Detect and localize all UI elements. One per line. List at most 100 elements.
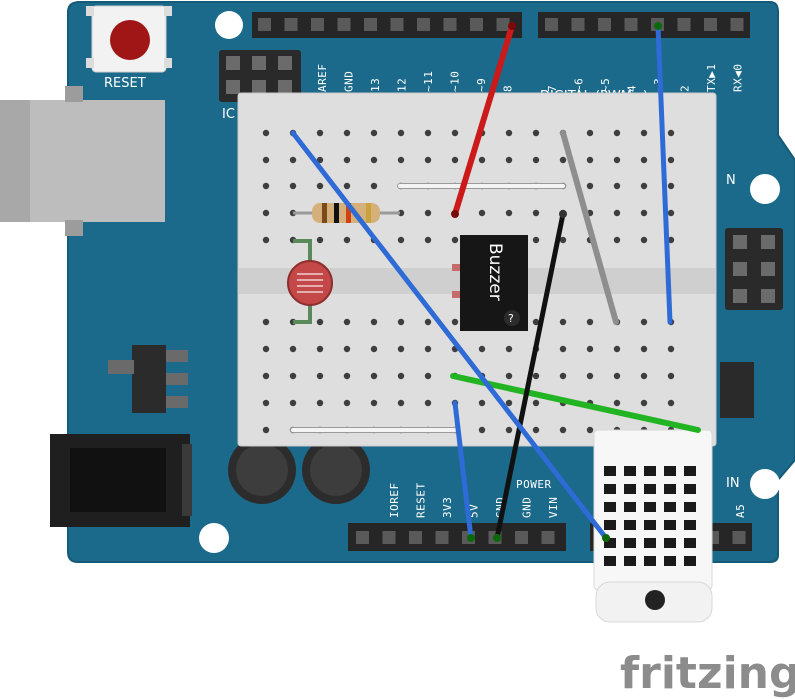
breadboard-hole	[316, 182, 324, 190]
wire-gray	[560, 130, 619, 325]
breadboard-hole	[640, 129, 648, 137]
breadboard-hole	[532, 318, 540, 326]
breadboard-hole	[262, 209, 270, 217]
breadboard-hole	[397, 129, 405, 137]
power-label: POWER	[516, 478, 552, 491]
breadboard-hole	[640, 236, 648, 244]
breadboard-hole	[370, 129, 378, 137]
chip-component	[720, 362, 754, 418]
sensor-vent	[684, 538, 696, 548]
sensor-vent	[664, 538, 676, 548]
analog-in-label: IN	[726, 476, 740, 491]
header-pin	[515, 531, 528, 544]
breadboard-hole	[559, 426, 567, 434]
breadboard-hole	[316, 236, 324, 244]
breadboard-hole	[397, 345, 405, 353]
breadboard-hole	[289, 345, 297, 353]
breadboard-hole	[532, 129, 540, 137]
breadboard-hole	[289, 372, 297, 380]
sensor-vent	[624, 556, 636, 566]
breadboard-hole	[370, 182, 378, 190]
breadboard-hole	[343, 129, 351, 137]
usb-connector	[0, 86, 165, 236]
sensor-vent	[624, 538, 636, 548]
wire-blue	[452, 400, 474, 541]
sensor-vent	[604, 538, 616, 548]
n-label: N	[726, 173, 736, 188]
header-pin	[598, 18, 611, 31]
breadboard-hole	[505, 372, 513, 380]
digital-pin-label: 4	[626, 85, 639, 92]
breadboard-hole	[397, 399, 405, 407]
power-pin-label: 5V	[468, 504, 481, 518]
sensor-vent	[624, 502, 636, 512]
power-pin-label: RESET	[415, 482, 428, 518]
digital-header-left	[252, 12, 522, 38]
buzzer-label: Buzzer	[485, 243, 505, 301]
breadboard-hole	[262, 426, 270, 434]
breadboard-hole	[262, 318, 270, 326]
header-pin	[571, 18, 585, 31]
header-pin	[545, 18, 558, 31]
breadboard-hole	[424, 236, 432, 244]
digital-pin-label: 7	[546, 85, 559, 92]
sensor-vent	[624, 520, 636, 530]
breadboard-hole	[451, 129, 459, 137]
reset-label: RESET	[104, 76, 146, 91]
breadboard-hole	[640, 318, 648, 326]
breadboard-hole	[262, 372, 270, 380]
digital-pin-label: GND	[343, 71, 356, 92]
brand-logo-text: fritzing	[620, 648, 795, 699]
breadboard-hole	[613, 236, 621, 244]
wire-black	[494, 211, 566, 541]
sensor-vent	[664, 520, 676, 530]
breadboard-hole	[478, 345, 486, 353]
sensor-vent	[604, 556, 616, 566]
reset-button[interactable]	[86, 5, 172, 73]
sensor-vent	[664, 484, 676, 494]
sensor-vent	[644, 484, 656, 494]
breadboard-hole	[397, 209, 405, 217]
breadboard-hole	[262, 345, 270, 353]
sensor-vent	[684, 466, 696, 476]
breadboard-hole	[586, 345, 594, 353]
breadboard-hole	[316, 399, 324, 407]
header-pin	[677, 18, 691, 31]
wires	[290, 22, 701, 542]
breadboard-hole	[640, 399, 648, 407]
breadboard-hole	[532, 372, 540, 380]
breadboard-hole	[667, 156, 675, 164]
breadboard-hole	[343, 236, 351, 244]
mounting-hole	[215, 11, 243, 39]
breadboard-hole	[478, 209, 486, 217]
header-pin	[364, 18, 377, 31]
breadboard-hole	[559, 236, 567, 244]
breadboard-hole	[613, 372, 621, 380]
breadboard-hole	[667, 236, 675, 244]
header-pin	[284, 18, 298, 31]
header-pin	[470, 18, 483, 31]
breadboard-hole	[343, 399, 351, 407]
breadboard-hole	[613, 156, 621, 164]
dc-power-jack	[50, 434, 192, 527]
header-pin	[409, 531, 422, 544]
digital-pin-label: AREF	[316, 64, 329, 93]
breadboard-hole	[370, 399, 378, 407]
header-pin	[337, 18, 351, 31]
breadboard-hole	[424, 209, 432, 217]
digital-pin-label: 13	[369, 78, 382, 92]
sensor-vent	[604, 520, 616, 530]
digital-pin-label: RX◀0	[732, 64, 745, 93]
sensor-vent	[644, 502, 656, 512]
breadboard-hole	[586, 129, 594, 137]
breadboard-hole	[532, 236, 540, 244]
power-pin-label: IOREF	[388, 482, 401, 518]
header-pin	[417, 18, 430, 31]
buzzer-badge: ?	[508, 312, 514, 325]
breadboard-hole	[343, 372, 351, 380]
breadboard-hole	[640, 209, 648, 217]
breadboard-hole	[586, 426, 594, 434]
breadboard-hole	[532, 426, 540, 434]
buzzer	[452, 235, 528, 331]
